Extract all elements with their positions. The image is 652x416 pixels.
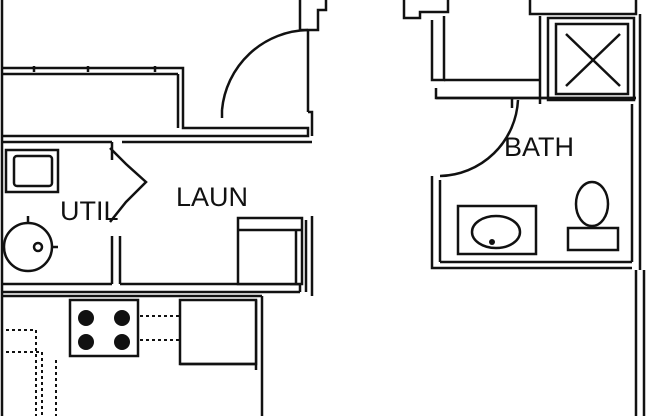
water-heater-icon xyxy=(2,148,60,273)
fridge-icon xyxy=(178,298,258,366)
room-label-bath: BATH xyxy=(504,132,574,162)
sink-icon xyxy=(456,204,538,256)
room-label-laun: LAUN xyxy=(176,182,248,212)
shower-x-icon xyxy=(546,16,636,102)
toilet-icon xyxy=(566,180,620,252)
top-fixtures xyxy=(402,0,638,20)
util-bifold-door xyxy=(109,147,148,223)
door-swing-upper xyxy=(220,0,328,136)
range-burners-icon xyxy=(68,298,140,358)
room-label-util: UTIL xyxy=(60,196,119,226)
washer-icon xyxy=(236,216,304,286)
bath-walls xyxy=(430,14,646,416)
closet-upper-left xyxy=(2,66,310,138)
door-swing-icon xyxy=(439,98,520,178)
